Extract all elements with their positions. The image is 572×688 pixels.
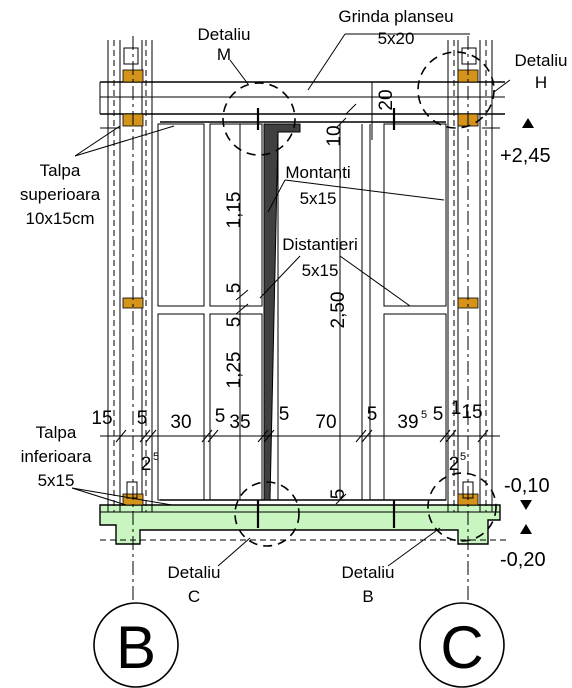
detail-b-label: Detaliu [342, 563, 395, 582]
detail-m-label: Detaliu [198, 25, 251, 44]
dim-250: 2,50 [328, 292, 349, 329]
studs-size: 5x15 [300, 189, 337, 208]
detail-h-code: H [535, 73, 547, 92]
level-floor: -0,10 [504, 475, 550, 497]
dim-5c: 5 [328, 489, 349, 500]
left-wall-layers [107, 40, 153, 512]
top-plate-label-3: 10x15cm [26, 209, 95, 228]
leader-lines [71, 33, 511, 567]
bottom-plate-label-1: Talpa [36, 423, 77, 442]
grid-axes [100, 36, 500, 600]
dim-h-2a-sup: 5 [153, 451, 159, 463]
detail-h-label: Detaliu [515, 51, 568, 70]
axis-bubble-b: B [93, 602, 179, 688]
dim-h-15b: 15 [461, 402, 482, 423]
dim-20: 20 [376, 89, 397, 110]
dim-h-5c: 5 [279, 404, 290, 425]
dim-115: 1,15 [224, 192, 245, 229]
axis-label-c: C [440, 614, 483, 681]
dim-h-5b: 5 [215, 406, 226, 427]
foundation-slab [99, 504, 510, 545]
dim-h-5d: 5 [367, 404, 378, 425]
dim-h-70: 70 [315, 412, 336, 433]
axis-label-b: B [116, 614, 156, 681]
dim-h-1: 1 [451, 398, 462, 419]
axis-bubble-c: C [419, 602, 505, 688]
spacers-size: 5x15 [302, 261, 339, 280]
detail-c-label: Detaliu [168, 563, 221, 582]
detail-m-code: M [217, 45, 231, 64]
level-ground: -0,20 [500, 549, 546, 571]
detail-b-code: B [362, 587, 373, 606]
dim-h-5e: 5 [433, 404, 444, 425]
detail-circles [222, 51, 497, 547]
dim-5a: 5 [224, 283, 245, 294]
detail-c-code: C [188, 587, 200, 606]
dim-h-39: 39 [397, 412, 418, 433]
dim-h-35: 35 [229, 412, 250, 433]
annotation-labels: Detaliu M Grinda planseu 5x20 Detaliu H … [20, 7, 568, 606]
top-plate-label-1: Talpa [40, 161, 81, 180]
bottom-plate-label-2: inferioara [21, 447, 92, 466]
level-top: +2,45 [500, 145, 551, 167]
beam-size: 5x20 [378, 29, 415, 48]
dim-10: 10 [324, 125, 345, 146]
interior-frame [157, 108, 447, 528]
top-plate-label-2: superioara [20, 185, 101, 204]
timber-blocks [122, 69, 479, 506]
dim-h-15a: 15 [91, 408, 112, 429]
right-wall-layers [447, 40, 493, 512]
dimension-ticks [115, 117, 489, 505]
dim-5b: 5 [224, 317, 245, 328]
dim-h-2b: 2 [449, 454, 460, 475]
dim-h-2a: 2 [141, 454, 152, 475]
spacers-label: Distantieri [282, 235, 358, 254]
floor-beam [99, 81, 505, 115]
dim-h-39-sup: 5 [421, 409, 427, 421]
vertical-dimensions: 20 10 1,15 5 5 1,25 2,50 5 [224, 82, 397, 500]
dim-h-5a: 5 [137, 408, 148, 429]
dim-125: 1,25 [224, 352, 245, 389]
beam-title: Grinda planseu [338, 7, 453, 26]
dim-h-30: 30 [170, 412, 191, 433]
level-markers: +2,45 -0,10 -0,20 [500, 118, 551, 571]
bottom-plate-label-3: 5x15 [38, 471, 75, 490]
dim-h-2b-sup: 5 [460, 451, 466, 463]
studs-label: Montanti [285, 163, 350, 182]
horizontal-dimensions: 15 5 30 5 35 5 70 5 39 5 5 1 15 2 5 2 5 [91, 398, 482, 475]
